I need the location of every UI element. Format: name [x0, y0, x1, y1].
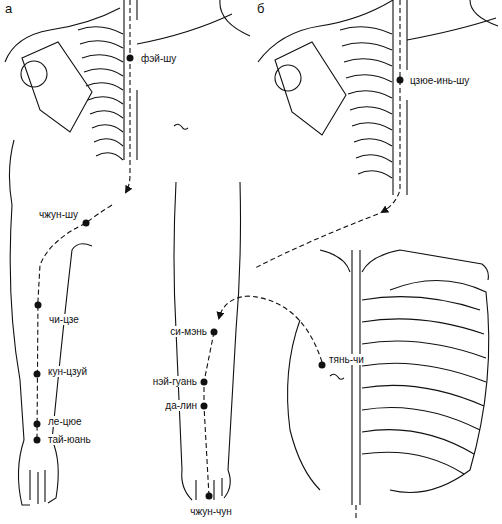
meridian-line [382, 0, 400, 212]
point-name: ле-цюе [47, 416, 83, 427]
point-name: да-лин [164, 400, 198, 411]
acupoint-dot [34, 421, 41, 428]
acupoint-dot [35, 302, 42, 309]
point-name: тянь-чи [328, 354, 365, 365]
body-outline [390, 280, 489, 492]
meridian-line [355, 505, 356, 520]
meridian-line [255, 214, 378, 268]
acupoint-dot [34, 55, 404, 500]
point-name: кун-цзуй [47, 366, 88, 377]
acupoint-dot [397, 77, 404, 84]
meridian-line [37, 205, 112, 440]
body-outline [182, 470, 231, 500]
acupoint-dot [201, 403, 208, 410]
meridian-line [126, 0, 130, 192]
meridian-line [219, 296, 322, 362]
point-name: цзюе-инь-шу [409, 75, 470, 86]
acupoint-dot [201, 379, 208, 386]
body-outline [18, 440, 58, 505]
acupoint-dot [34, 437, 41, 444]
acupoint-dot [206, 493, 213, 500]
body-outline [275, 65, 301, 91]
body-outline [21, 61, 47, 87]
panel-letter: а [4, 2, 13, 16]
body-outline [362, 297, 486, 474]
acupoint-dot [83, 220, 90, 227]
point-name: си-мэнь [169, 326, 208, 337]
meridian-line [37, 0, 400, 520]
point-name: фэй-шу [140, 53, 177, 64]
point-name: чи-цзе [48, 314, 80, 325]
body-outline [352, 250, 360, 505]
acupoint-dot [34, 371, 41, 378]
body-outline [78, 27, 123, 160]
point-name: нэй-гуань [152, 376, 198, 387]
body-outline [137, 0, 250, 44]
body-outline [330, 374, 344, 379]
body-outline [52, 244, 92, 440]
body-outline [275, 42, 346, 135]
panel-letter: б [256, 2, 265, 16]
acupoint-dot [211, 329, 218, 336]
body-outline [22, 42, 92, 132]
point-name: чжун-шу [38, 209, 79, 220]
body-outline [407, 0, 498, 40]
body-outline [320, 250, 488, 280]
body-outline [9, 140, 24, 440]
body-outline [5, 0, 498, 505]
body-outline [5, 8, 120, 62]
body-outline [340, 27, 392, 178]
acupoint-dot [319, 362, 326, 369]
point-name: тай-юань [47, 434, 92, 445]
meridian-line [204, 332, 214, 496]
point-name: чжун-чун [189, 506, 233, 517]
acupoint-dot [127, 55, 134, 62]
body-outline [258, 0, 393, 62]
body-outline [174, 124, 188, 129]
